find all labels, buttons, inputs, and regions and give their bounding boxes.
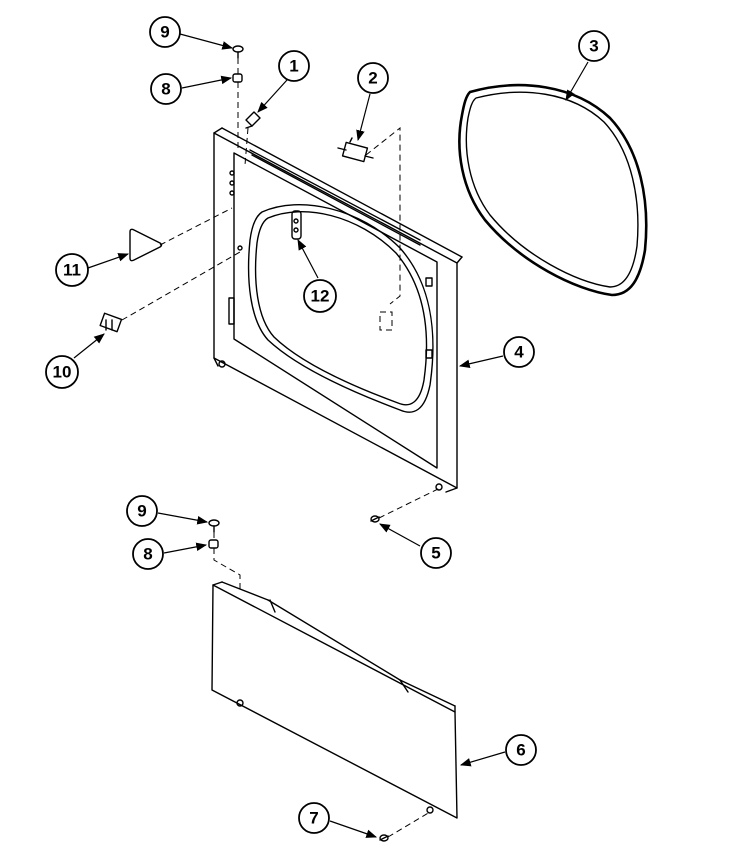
callout-8-top-label: 8 — [161, 80, 170, 99]
callout-12: 12 — [303, 279, 337, 313]
grommet-part-top — [232, 73, 243, 83]
callout-8-lower: 8 — [132, 538, 164, 570]
callout-5-label: 5 — [431, 544, 440, 563]
callout-10-label: 10 — [53, 363, 72, 382]
callout-10: 10 — [45, 355, 79, 389]
callout-8-lower-label: 8 — [143, 545, 152, 564]
callout-9-lower: 9 — [126, 495, 158, 527]
callout-6-label: 6 — [516, 741, 525, 760]
callout-4-label: 4 — [514, 343, 524, 362]
callout-11: 11 — [55, 253, 89, 287]
callout-9-lower-label: 9 — [137, 502, 146, 521]
callout-7-label: 7 — [309, 809, 318, 828]
callout-11-label: 11 — [63, 261, 81, 280]
callout-1-label: 1 — [289, 57, 298, 76]
lower-panel-part — [211, 581, 458, 819]
callout-3-label: 3 — [589, 37, 598, 56]
leader-lines — [73, 33, 589, 838]
door-gasket-part — [458, 83, 648, 297]
callout-6: 6 — [505, 734, 537, 766]
grommet-part-lower — [208, 539, 219, 549]
door-switch-part — [337, 137, 374, 163]
clip-part — [245, 111, 261, 129]
screw-part-5 — [370, 515, 380, 523]
screw-part-top — [232, 45, 244, 59]
screw-part-7 — [379, 834, 389, 842]
callout-2-label: 2 — [368, 69, 377, 88]
connector-part — [99, 312, 123, 333]
callout-4: 4 — [503, 336, 535, 368]
callout-2: 2 — [357, 62, 389, 94]
screw-part-lower — [208, 519, 220, 533]
assembly-lines — [121, 58, 441, 838]
handle-part — [291, 210, 302, 240]
front-panel-part — [213, 127, 463, 493]
callout-1: 1 — [278, 50, 310, 82]
triangle-badge-part — [129, 228, 163, 262]
callout-7: 7 — [298, 802, 330, 834]
callout-9-top: 9 — [149, 16, 181, 48]
callout-12-label: 12 — [311, 287, 330, 306]
callout-9-top-label: 9 — [160, 23, 169, 42]
callout-5: 5 — [420, 537, 452, 569]
callout-3: 3 — [578, 30, 610, 62]
callout-8-top: 8 — [150, 73, 182, 105]
